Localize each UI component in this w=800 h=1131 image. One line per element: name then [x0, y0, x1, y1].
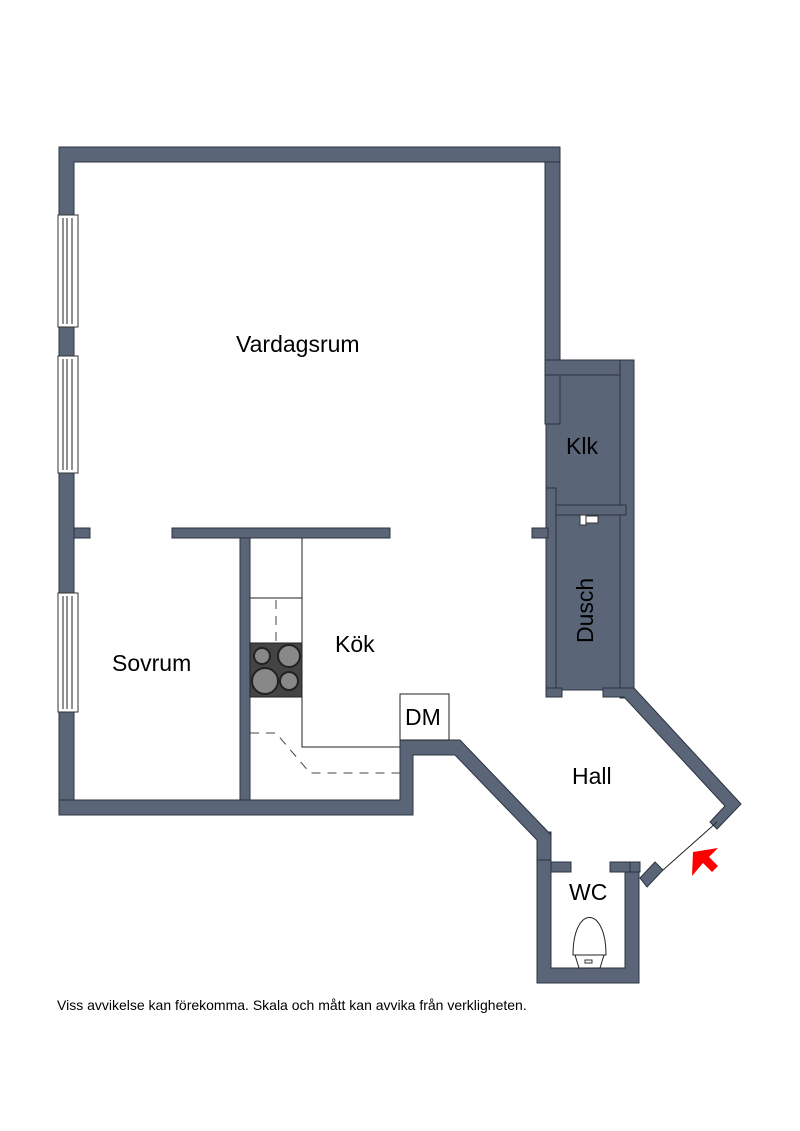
room-label-dusch: Dusch: [572, 578, 598, 643]
window: [57, 355, 79, 474]
dishwasher-box: [399, 693, 450, 741]
toilet-icon: [572, 917, 607, 969]
wc-top-left-stub: [550, 861, 572, 873]
room-label-kok: Kök: [335, 631, 375, 657]
entrance-left-jamb: [639, 861, 664, 888]
room-label-dm: DM: [405, 704, 441, 730]
wc-top-right-stub: [609, 861, 631, 873]
disclaimer-text: Viss avvikelse kan förekomma. Skala och …: [57, 997, 527, 1013]
room-label-wc: WC: [569, 879, 607, 905]
hall-diagonal-wall-left: [58, 739, 552, 861]
window: [57, 592, 79, 713]
windows: [57, 214, 79, 713]
dusch-bottom-left-stub: [545, 687, 563, 698]
kitchen-counter: [250, 538, 400, 774]
stove-icon: [249, 642, 303, 698]
kitchen-top-wall: [171, 527, 391, 539]
entrance-door[interactable]: [662, 821, 718, 871]
dusch-stub: [531, 527, 549, 539]
room-label-sovrum: Sovrum: [112, 650, 191, 676]
walls: [58, 146, 742, 984]
room-label-klk: Klk: [566, 433, 598, 459]
sovrum-stub: [73, 527, 91, 539]
klk-right-wall: [619, 359, 635, 699]
klk-bottom-wall: [545, 504, 627, 516]
room-label-hall: Hall: [572, 763, 612, 789]
dusch-left-wall: [545, 487, 557, 698]
sovrum-kok-wall: [239, 537, 251, 801]
hall-diagonal-wall-right: [602, 687, 742, 830]
window: [57, 214, 79, 328]
room-label-vardagsrum: Vardagsrum: [236, 331, 360, 357]
shower-head-icon: [579, 514, 599, 526]
vardagsrum-right-wall: [544, 161, 561, 425]
entrance-arrow-icon: [692, 848, 718, 876]
